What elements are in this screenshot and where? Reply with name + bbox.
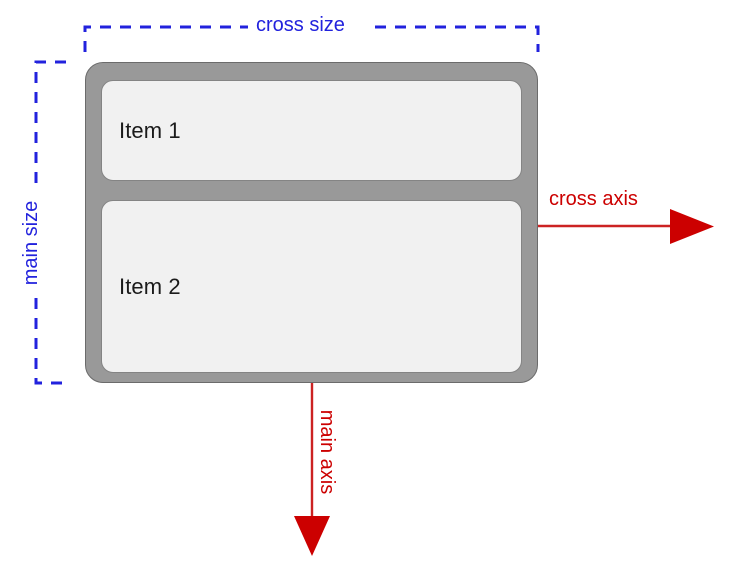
main-size-bracket bbox=[34, 60, 66, 385]
flex-item-1[interactable]: Item 1 bbox=[101, 80, 522, 181]
cross-size-bracket bbox=[83, 25, 540, 52]
main-size-label: main size bbox=[20, 200, 42, 286]
flex-item-2[interactable]: Item 2 bbox=[101, 200, 522, 373]
flex-item-2-label: Item 2 bbox=[119, 273, 181, 299]
flex-container: Item 1 Item 2 bbox=[85, 62, 538, 383]
cross-size-label: cross size bbox=[256, 14, 345, 36]
main-axis-label: main axis bbox=[316, 409, 338, 495]
flex-item-1-label: Item 1 bbox=[119, 117, 181, 143]
cross-axis-label: cross axis bbox=[549, 188, 638, 210]
